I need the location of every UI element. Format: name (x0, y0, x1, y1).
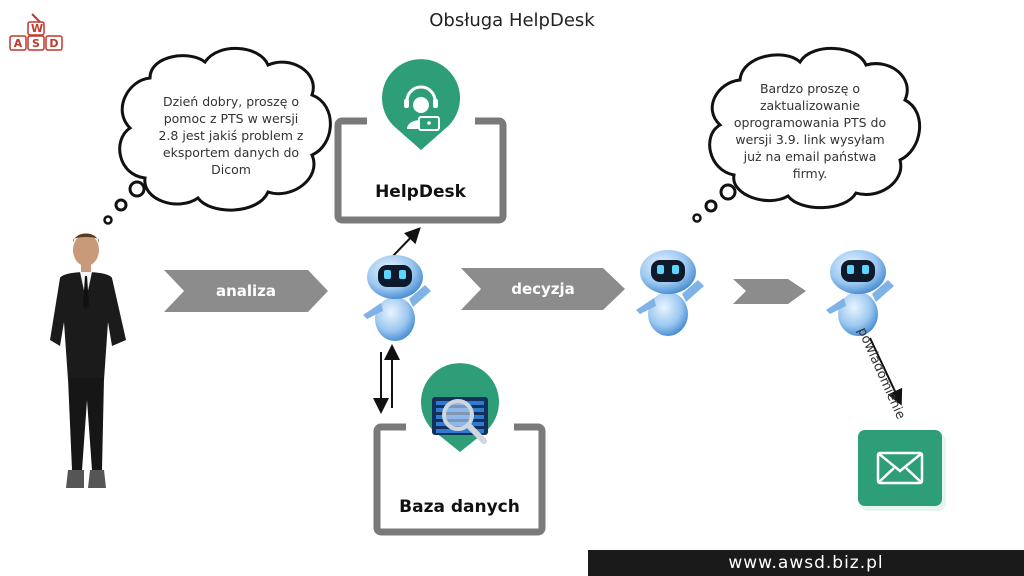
analysis-chevron (164, 270, 328, 312)
logo-graphic (9, 13, 63, 51)
robot-decision (636, 250, 704, 336)
customer-person (50, 233, 126, 488)
arrow-to-email (869, 337, 903, 406)
robot-center (363, 255, 431, 341)
arrow-to-helpdesk (392, 227, 421, 257)
robot-message: Bardzo proszę o zaktualizowanie oprogram… (733, 81, 887, 181)
analysis-label: analiza (215, 282, 277, 300)
footer-website[interactable]: www.awsd.biz.pl (588, 550, 1024, 576)
database-search-icon (432, 397, 488, 444)
page-title: Obsługa HelpDesk (429, 10, 595, 31)
logo-letter-d: D (49, 37, 59, 50)
robot-thought-cloud (692, 47, 922, 223)
logo-letter-s: S (32, 37, 40, 50)
email-icon (876, 451, 924, 485)
logo-letter-a: A (13, 37, 23, 50)
forward-chevron (733, 279, 806, 304)
decision-label: decyzja (511, 280, 575, 298)
customer-message: Dzień dobry, proszę o pomoc z PTS w wers… (158, 94, 304, 177)
robot-notify (826, 250, 894, 336)
logo-letter-w: W (31, 22, 44, 35)
decision-chevron (461, 268, 625, 310)
database-label: Baza danych (399, 497, 520, 517)
company-logo: W A S D (8, 12, 64, 52)
helpdesk-label: HelpDesk (375, 182, 466, 202)
support-agent-icon (404, 85, 440, 131)
customer-thought-cloud (103, 47, 332, 225)
